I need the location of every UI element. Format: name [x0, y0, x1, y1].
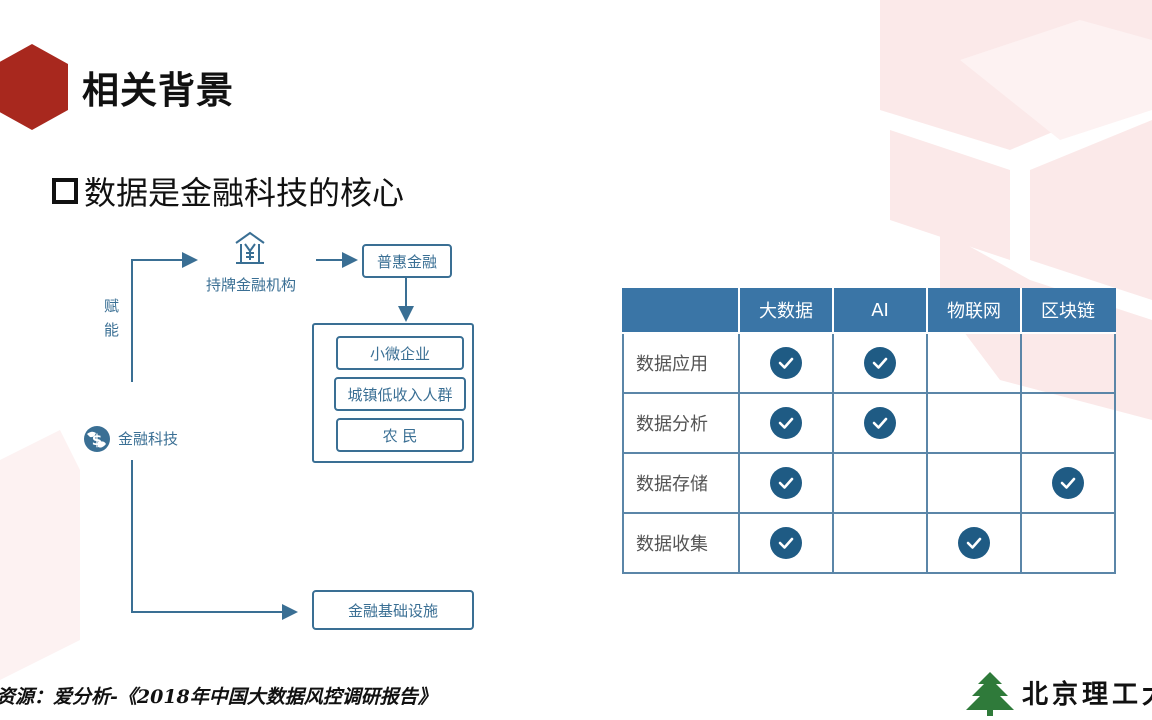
row-header: 数据应用: [622, 332, 740, 394]
table-row: 数据存储: [622, 452, 1116, 514]
square-bullet-icon: [52, 178, 78, 204]
inclusive-finance-box: 普惠金融: [362, 244, 452, 278]
technology-matrix: 大数据 AI 物联网 区块链 数据应用数据分析数据存储数据收集: [622, 288, 1116, 574]
checkmark-icon: [864, 407, 896, 439]
table-cell: [926, 452, 1022, 514]
column-header: 物联网: [926, 288, 1022, 334]
table-cell: [738, 452, 834, 514]
table-header-row: 大数据 AI 物联网 区块链: [622, 288, 1116, 334]
column-header: 大数据: [738, 288, 834, 334]
svg-text:$: $: [92, 431, 102, 449]
checkmark-icon: [770, 527, 802, 559]
table-cell: [832, 332, 928, 394]
table-cell: [738, 392, 834, 454]
fintech-flow-diagram: 持牌金融机构 普惠金融 赋 能 $ 金融科技 小微企业 城镇低收入人群 农 民 …: [80, 222, 492, 640]
table-cell: [1020, 512, 1116, 574]
row-header: 数据收集: [622, 512, 740, 574]
checkmark-icon: [864, 347, 896, 379]
checkmark-icon: [770, 347, 802, 379]
small-business-box: 小微企业: [336, 336, 464, 370]
fintech-label: 金融科技: [118, 430, 179, 448]
table-cell: [1020, 452, 1116, 514]
table-row: 数据收集: [622, 512, 1116, 574]
bank-yuan-icon: [235, 231, 265, 264]
table-row: 数据分析: [622, 392, 1116, 454]
subtitle: 数据是金融科技的核心: [52, 168, 404, 214]
table-cell: [832, 392, 928, 454]
subtitle-text: 数据是金融科技的核心: [84, 174, 405, 212]
row-header: 数据存储: [622, 452, 740, 514]
column-header: 区块链: [1020, 288, 1116, 334]
source-citation: 资源：爱分析-《2018年中国大数据风控调研报告》: [0, 686, 437, 708]
tree-logo-icon: [966, 672, 1014, 716]
flow-connectors: [131, 252, 474, 620]
table-cell: [926, 512, 1022, 574]
checkmark-icon: [1052, 467, 1084, 499]
checkmark-icon: [770, 467, 802, 499]
empower-label-2: 能: [104, 321, 120, 339]
table-cell: [926, 332, 1022, 394]
table-cell: [738, 512, 834, 574]
low-income-box: 城镇低收入人群: [334, 377, 466, 411]
checkmark-icon: [770, 407, 802, 439]
checkmark-icon: [958, 527, 990, 559]
page-title: 相关背景: [82, 69, 234, 112]
table-cell: [738, 332, 834, 394]
table-cell: [1020, 332, 1116, 394]
farmers-box: 农 民: [336, 418, 464, 452]
table-row: 数据应用: [622, 332, 1116, 394]
university-logo: 北京理工大: [962, 668, 1152, 716]
table-cell: [926, 392, 1022, 454]
row-header: 数据分析: [622, 392, 740, 454]
globe-dollar-icon: $: [84, 426, 110, 452]
table-cell: [1020, 392, 1116, 454]
hexagon-badge-icon: [0, 44, 68, 130]
column-header: AI: [832, 288, 928, 334]
table-cell: [832, 452, 928, 514]
licensed-institutions-label: 持牌金融机构: [206, 276, 297, 294]
empower-label-1: 赋: [104, 297, 120, 315]
financial-infrastructure-box: 金融基础设施: [312, 590, 474, 630]
logo-text: 北京理工大: [1022, 679, 1152, 710]
table-cell: [832, 512, 928, 574]
table-corner-cell: [622, 288, 740, 334]
